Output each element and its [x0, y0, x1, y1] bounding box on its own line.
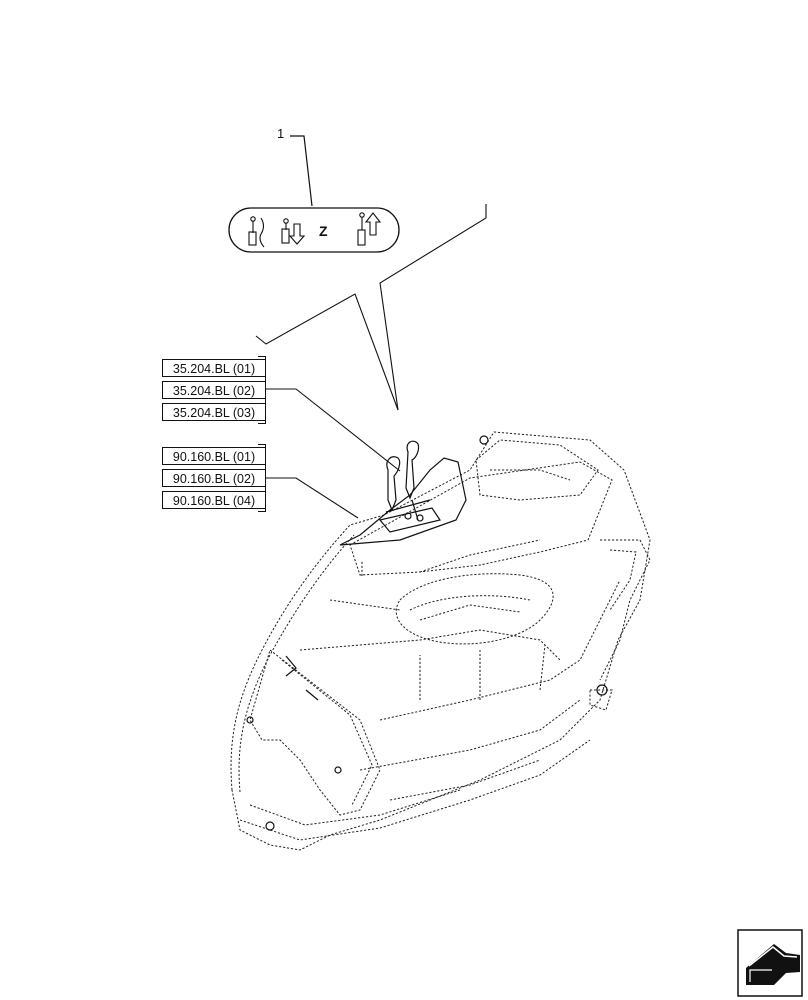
navigation-arrow-icon[interactable] — [737, 929, 803, 997]
decal-pill: Z — [228, 207, 400, 253]
reference-leaders — [266, 388, 401, 519]
reference-link[interactable]: 35.204.BL (01) — [162, 359, 266, 377]
console-solid-edges — [246, 435, 608, 831]
reference-bracket — [258, 356, 266, 424]
joystick-icon — [248, 216, 265, 248]
reference-link[interactable]: 90.160.BL (01) — [162, 447, 266, 465]
callout-number-1: 1 — [277, 126, 285, 141]
reference-link[interactable]: 35.204.BL (03) — [162, 403, 266, 421]
raise-arrow-icon — [357, 212, 382, 246]
callout-leader — [290, 135, 313, 207]
lower-arrow-icon — [281, 218, 306, 245]
reference-link[interactable]: 90.160.BL (04) — [162, 491, 266, 509]
reference-bracket — [258, 444, 266, 512]
decal-letter: Z — [319, 223, 328, 239]
reference-link[interactable]: 35.204.BL (02) — [162, 381, 266, 399]
detail-lines — [255, 204, 487, 411]
armrest-console-drawing — [230, 431, 651, 851]
reference-link[interactable]: 90.160.BL (02) — [162, 469, 266, 487]
